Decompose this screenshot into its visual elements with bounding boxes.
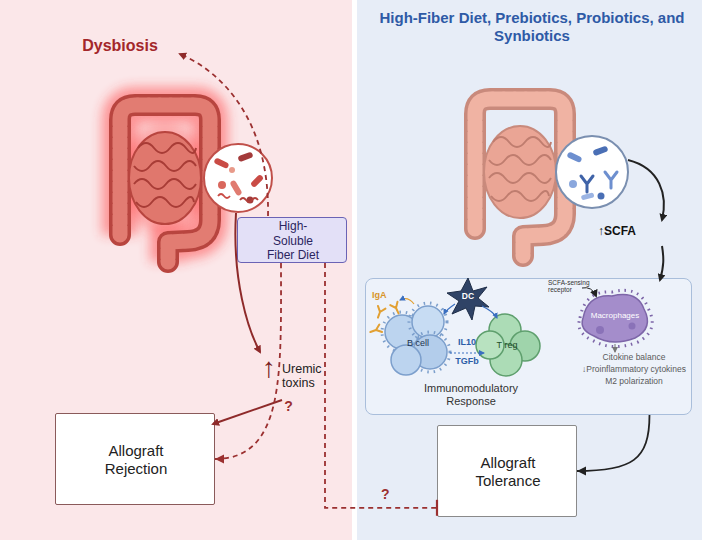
inhibition-bar [436,500,438,516]
cytokine-label: IL10 [452,337,482,347]
leader-arrow [582,288,596,296]
cell-label: DC [456,292,480,302]
antibody [374,306,385,319]
small-intestine [129,132,201,224]
intestinal-coils [489,137,551,201]
bacterium [229,180,242,197]
cell-label: B cell [398,338,438,348]
t-reg-cells [476,314,540,376]
antibody [369,325,382,336]
bacterium [250,174,264,188]
bacterium [592,145,608,156]
cell-label: IgA [372,290,402,300]
secretion-arrow [400,299,414,304]
bacterium [581,192,595,200]
arrow-head [215,455,224,464]
leader-arrow [615,344,616,352]
callout-text: ↑SCFA [598,225,658,239]
panel-heading: High-Fiber Diet, Prebiotics, Probiotics,… [372,9,692,45]
receptor-label: SCFA-sensing receptor [548,279,590,294]
dashed-arrow [180,54,268,216]
outcome-box: Allograft Tolerance [437,425,577,517]
right-panel: High-Fiber Diet, Prebiotics, Probiotics,… [357,0,702,540]
magnifier-dysbiosis [204,144,272,212]
flow-arrow [628,160,664,220]
colon [475,99,565,256]
box-text: Allograft Rejection [56,414,216,506]
intestinal-coils [134,143,196,207]
glow [120,105,210,262]
box-text: Allograft Tolerance [438,426,578,518]
bacterium [237,151,253,162]
dysbiotic-intestine [120,105,210,262]
connector-line [325,263,437,508]
connector-line [215,263,281,459]
vesicle [596,326,604,334]
bacterium [213,157,229,169]
inhibition-connector [325,263,437,516]
cytokine-label: TGFb [450,356,484,366]
antibody [390,302,402,315]
increase-arrow: ↑ [256,352,282,384]
vesicle [629,323,636,330]
bacterium [218,194,230,198]
macrophage [579,288,652,352]
connector-line [577,415,649,471]
callout-text: Uremic toxins [282,362,338,391]
outcome-box: Allograft Rejection [55,413,215,505]
effect-text: M2 polarization [578,377,690,387]
macrophage-body [582,295,647,342]
cytokine-signal [450,352,484,353]
dc-shape [447,278,489,320]
arrow-head [577,467,586,476]
bacterium [598,193,605,200]
left-panel: DysbiosisAllograft Rejection [0,0,352,540]
flow-arrow [213,400,282,424]
small-intestine [484,126,556,218]
panel-heading: Dysbiosis [60,36,180,55]
process-box: High-Soluble Fiber Diet [237,217,347,263]
flow-arrow [235,213,260,352]
magnifier-circle [556,136,628,208]
b-cells [382,303,450,375]
dashed-arrow [215,263,281,464]
magnifier-circle [204,144,272,212]
bacterium [581,176,593,192]
cell-label: T reg [489,340,525,350]
colon-inner [120,105,210,262]
effect-text: ↓Proinflammatory cytokines [578,365,690,375]
colon [120,105,210,262]
bacterium [566,151,582,163]
bacterium [569,180,577,188]
edge-label: ? [284,398,293,414]
flow-arrow [577,415,649,476]
edge-label: ? [381,486,390,502]
box-text: High-Soluble Fiber Diet [238,218,348,264]
iga-antibodies [369,299,414,336]
b-cell [391,345,421,375]
bacterium [229,167,235,173]
panel-caption: Immunomodulatory Response [416,382,526,408]
signal-arrow [444,304,455,314]
bacterium [240,198,258,202]
effect-text: Citokine balance [578,353,690,363]
receptors [579,290,652,346]
bacterium [605,172,617,188]
glow [121,124,209,232]
signal-arrow [482,306,497,318]
bacterium [218,181,226,189]
cell-label: Macrophages [585,311,645,320]
colon-inner [475,99,565,256]
dendritic-cell [444,278,497,320]
flow-arrow [660,246,663,280]
